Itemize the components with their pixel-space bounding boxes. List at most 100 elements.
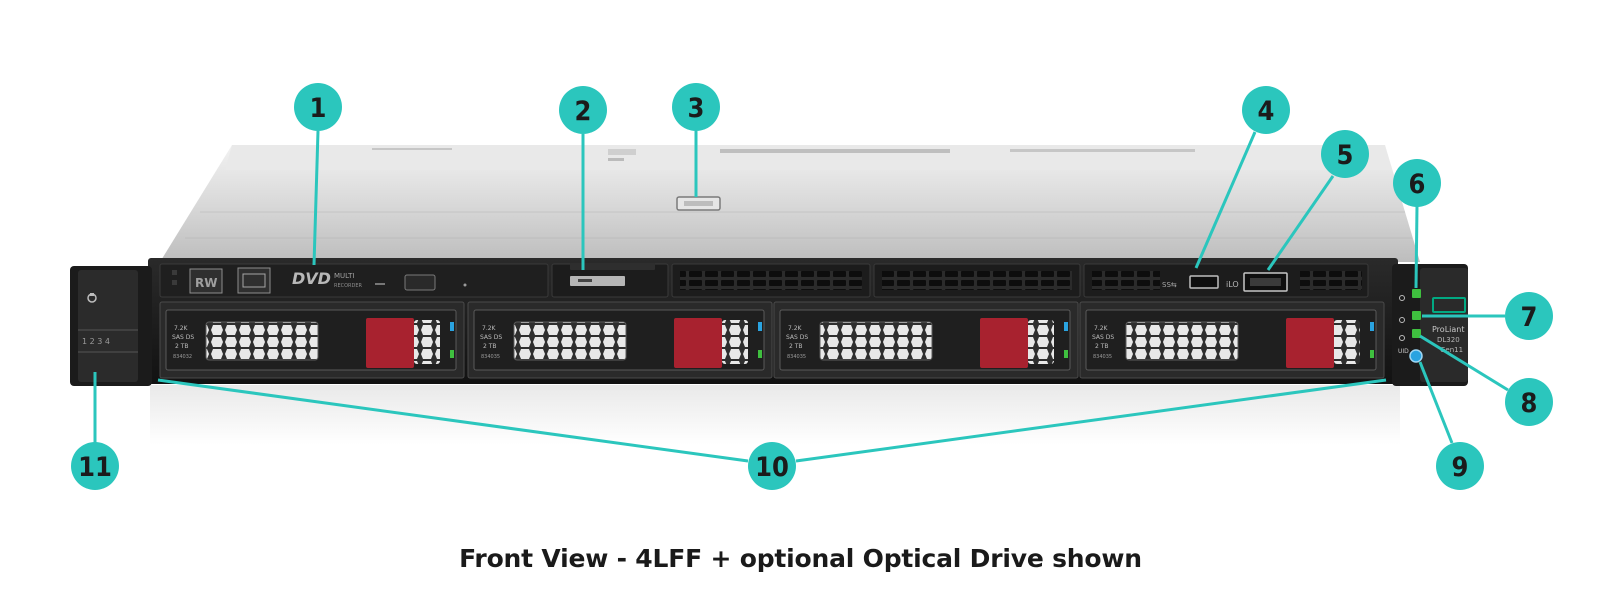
- callout-9: 9: [1436, 442, 1484, 490]
- rw-logo: RW: [195, 276, 217, 290]
- network-icon: [1399, 335, 1405, 341]
- callout-number: 9: [1452, 452, 1469, 483]
- optical-drive: RW DVD MULTI RECORDER: [159, 263, 549, 298]
- ilo-label: iLO: [1226, 280, 1239, 289]
- leader-line: [795, 378, 1387, 463]
- callout-1: 1: [294, 83, 342, 131]
- callout-2: 2: [559, 86, 607, 134]
- callout-number: 4: [1258, 96, 1275, 127]
- drive-bays: 7.2K SAS DS 2 TB 834032 7.2K SAS DS 2 TB 834035…: [159, 301, 1385, 379]
- callout-circle: [294, 83, 342, 131]
- callout-circle: [71, 442, 119, 490]
- callout-number: 5: [1337, 140, 1354, 171]
- drive-type: SAS DS: [172, 334, 194, 341]
- drive-part: 834035: [787, 354, 806, 360]
- drive-release-latch[interactable]: [366, 318, 414, 368]
- drive-type: SAS DS: [480, 334, 502, 341]
- usb-label: SS⇆: [1162, 281, 1177, 289]
- serial-label-pull-tab[interactable]: [551, 263, 669, 298]
- callout-6: 6: [1393, 159, 1441, 207]
- callout-7: 7: [1505, 292, 1553, 340]
- callout-number: 7: [1521, 302, 1538, 333]
- drive-bay-3[interactable]: 7.2K SAS DS 2 TB 834035: [773, 301, 1079, 379]
- drive-label: 7.2K SAS DS 2 TB 834035: [786, 325, 808, 360]
- ear-model: DL320: [1437, 336, 1460, 344]
- callout-circle: [672, 83, 720, 131]
- network-led: [1412, 329, 1421, 338]
- usb-3-port[interactable]: [1189, 275, 1219, 289]
- power-led[interactable]: [1412, 289, 1421, 298]
- front-leds: [1399, 289, 1423, 363]
- callout-circle: [1321, 130, 1369, 178]
- drive-grille: [1125, 321, 1239, 361]
- leader-line: [1194, 131, 1257, 269]
- drive-status-led: [758, 350, 762, 358]
- floor-reflection: [150, 385, 1400, 445]
- callout-3: 3: [672, 83, 720, 131]
- callout-5: 5: [1321, 130, 1369, 178]
- ear-brand: ProLiant: [1432, 325, 1464, 334]
- drive-activity-led: [758, 322, 762, 331]
- callout-circle: [1505, 378, 1553, 426]
- leader-line: [1419, 334, 1509, 392]
- callout-circle: [748, 442, 796, 490]
- drive-handle-grille: [722, 320, 748, 364]
- drive-part: 834035: [481, 354, 500, 360]
- callout-8: 8: [1505, 378, 1553, 426]
- eject-button[interactable]: [404, 274, 436, 291]
- hpe-logo: [1432, 297, 1466, 313]
- callout-number: 3: [688, 93, 705, 124]
- callout-11: 11: [71, 442, 119, 490]
- drive-handle-grille: [1334, 320, 1360, 364]
- leader-line: [157, 378, 749, 463]
- power-icon: [1399, 295, 1405, 301]
- uid-button[interactable]: [1409, 349, 1423, 363]
- drive-handle-grille: [414, 320, 440, 364]
- drive-status-led: [450, 350, 454, 358]
- drive-grille: [513, 321, 627, 361]
- callout-number: 11: [78, 452, 112, 483]
- drive-rpm: 7.2K: [174, 325, 189, 332]
- callout-number: 6: [1409, 169, 1426, 200]
- callout-circle: [559, 86, 607, 134]
- multi-label: MULTI: [334, 272, 354, 280]
- rack-ear-left: 1 2 3 4: [70, 266, 152, 386]
- drive-grille: [819, 321, 933, 361]
- drive-release-latch[interactable]: [980, 318, 1028, 368]
- drive-activity-led: [1370, 322, 1374, 331]
- drive-size: 2 TB: [1095, 343, 1109, 350]
- drive-type: SAS DS: [786, 334, 808, 341]
- drive-part: 834035: [1093, 354, 1112, 360]
- drive-rpm: 7.2K: [788, 325, 803, 332]
- callout-number: 2: [575, 96, 592, 127]
- dvd-logo: DVD: [292, 269, 331, 288]
- chassis: [160, 145, 1420, 262]
- drive-release-latch[interactable]: [674, 318, 722, 368]
- drive-part: 834032: [173, 354, 192, 360]
- drive-grille: [205, 321, 319, 361]
- leader-line: [1418, 361, 1454, 444]
- callout-number: 1: [310, 93, 327, 124]
- drive-release-latch[interactable]: [1286, 318, 1334, 368]
- callout-circle: [1505, 292, 1553, 340]
- uid-label: UID: [1398, 348, 1409, 355]
- health-led: [1412, 311, 1421, 320]
- drive-size: 2 TB: [789, 343, 803, 350]
- callout-number: 10: [755, 452, 789, 483]
- drive-activity-led: [450, 322, 454, 331]
- callout-number: 8: [1521, 388, 1538, 419]
- io-panel: SS⇆ iLO: [1083, 263, 1369, 298]
- callout-10: 10: [748, 442, 796, 490]
- callouts: 1 2 3 4 5 6 7 8 9 10 11: [71, 83, 1553, 490]
- callout-circle: [1436, 442, 1484, 490]
- drive-handle-grille: [1028, 320, 1054, 364]
- figure-caption: Front View - 4LFF + optional Optical Dri…: [459, 544, 1142, 573]
- rack-ear-right: ProLiant DL320 Gen11: [1392, 264, 1468, 386]
- leader-lines: [93, 130, 1509, 463]
- leader-line: [1266, 175, 1335, 271]
